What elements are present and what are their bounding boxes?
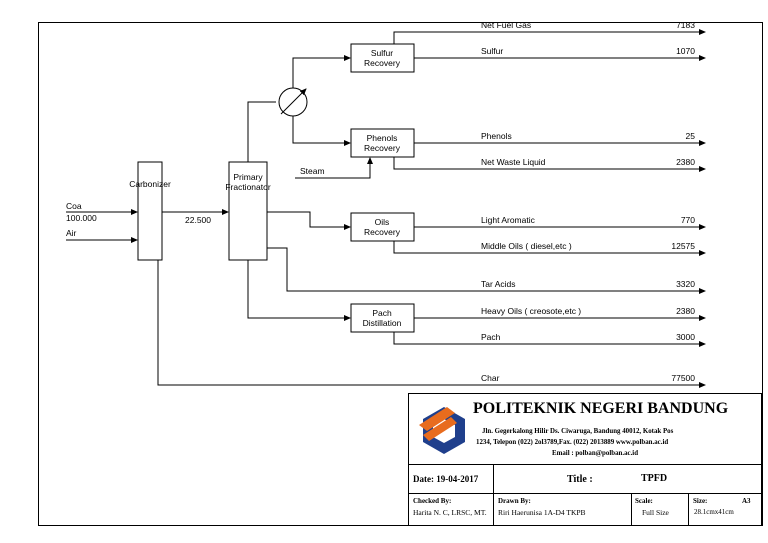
- middle-oils-label: Middle Oils ( diesel,etc ): [481, 241, 572, 251]
- pach-label-line2: Distillation: [363, 318, 402, 328]
- scale-label: Scale:: [635, 497, 653, 505]
- email-line: Email : polban@polban.ac.id: [552, 450, 639, 457]
- pach-label-line1: Pach: [372, 308, 392, 318]
- carbonizer-box: [137, 161, 163, 261]
- primary-label-line1: Primary: [233, 172, 263, 182]
- sulfur-label-line1: Sulfur: [371, 48, 393, 58]
- size-label: Size:: [693, 497, 708, 505]
- char-value: 77500: [671, 373, 695, 383]
- light-aromatic-value: 770: [681, 215, 695, 225]
- steam-input-label: Steam: [300, 166, 325, 176]
- phenols-product-label: Phenols: [481, 131, 512, 141]
- overhead-vapor-line: [247, 101, 276, 162]
- light-aromatic-label: Light Aromatic: [481, 215, 536, 225]
- checked-by-label: Checked By:: [413, 497, 452, 505]
- tar-acids-value: 3320: [676, 279, 695, 289]
- title-block: POLITEKNIK NEGERI BANDUNG Jln. Gegerkalo…: [408, 393, 762, 526]
- middle-oils-line: [393, 241, 706, 256]
- size-code: A3: [742, 497, 751, 505]
- control-valve-arrow: [280, 88, 307, 115]
- coal-input-label: Coa: [66, 201, 82, 211]
- heavy-oils-label: Heavy Oils ( creosote,etc ): [481, 306, 581, 316]
- carbonizer-label: Carbonizer: [129, 179, 171, 189]
- net-waste-liquid-label: Net Waste Liquid: [481, 157, 546, 167]
- scale-value: Full Size: [642, 508, 669, 517]
- primary-label-line2: Fractionator: [225, 182, 271, 192]
- sulfur-product-label: Sulfur: [481, 46, 503, 56]
- drawing-frame: [38, 22, 763, 526]
- intermediate-flow-value: 22.500: [185, 215, 211, 225]
- fractionator-to-pach-line: [247, 260, 351, 321]
- middle-oils-value: 12575: [671, 241, 695, 251]
- date-field: Date: 19-04-2017: [413, 474, 479, 484]
- sulfur-product-value: 1070: [676, 46, 695, 56]
- pach-product-label: Pach: [481, 332, 501, 342]
- title-label: Title :: [567, 474, 593, 485]
- drawn-by-label: Drawn By:: [498, 497, 531, 505]
- institution-name: POLITEKNIK NEGERI BANDUNG: [473, 400, 729, 417]
- tar-acids-line: [267, 247, 706, 294]
- oils-label-line2: Recovery: [364, 227, 401, 237]
- oils-label-line1: Oils: [375, 217, 390, 227]
- pach-product-value: 3000: [676, 332, 695, 342]
- net-fuel-gas-line: [393, 29, 706, 44]
- tar-acids-label: Tar Acids: [481, 279, 516, 289]
- polban-logo: [419, 407, 465, 454]
- coal-input-value: 100.000: [66, 213, 97, 223]
- net-waste-liquid-line: [393, 157, 706, 172]
- valve-to-sulfur-line: [292, 55, 351, 88]
- address-line-2: 1234, Telepon (022) 2ol3789,Fax. (022) 2…: [476, 439, 669, 446]
- title-value: TPFD: [641, 473, 668, 484]
- net-waste-liquid-value: 2380: [676, 157, 695, 167]
- pach-product-line: [393, 332, 706, 347]
- heavy-oils-value: 2380: [676, 306, 695, 316]
- drawn-by-value: Riri Haerunisa 1A-D4 TKPB: [498, 508, 586, 517]
- net-fuel-gas-value: 7183: [676, 20, 695, 30]
- valve-to-phenols-line: [292, 116, 351, 146]
- net-fuel-gas-label: Net Fuel Gas: [481, 20, 531, 30]
- steam-stream: [295, 157, 373, 179]
- sulfur-label-line2: Recovery: [364, 58, 401, 68]
- checked-by-value: Harita N. C, LRSC, MT.: [413, 508, 487, 517]
- phenols-label-line2: Recovery: [364, 143, 401, 153]
- char-label: Char: [481, 373, 500, 383]
- air-input-label: Air: [66, 228, 77, 238]
- char-line: [157, 260, 706, 388]
- size-value: 28.1cmx41cm: [694, 508, 734, 516]
- address-line-1: Jln. Gegerkalong Hilir Ds. Ciwaruga, Ban…: [482, 428, 674, 435]
- phenols-label-line1: Phenols: [367, 133, 398, 143]
- fractionator-to-oils-line: [267, 211, 351, 230]
- phenols-product-value: 25: [686, 131, 696, 141]
